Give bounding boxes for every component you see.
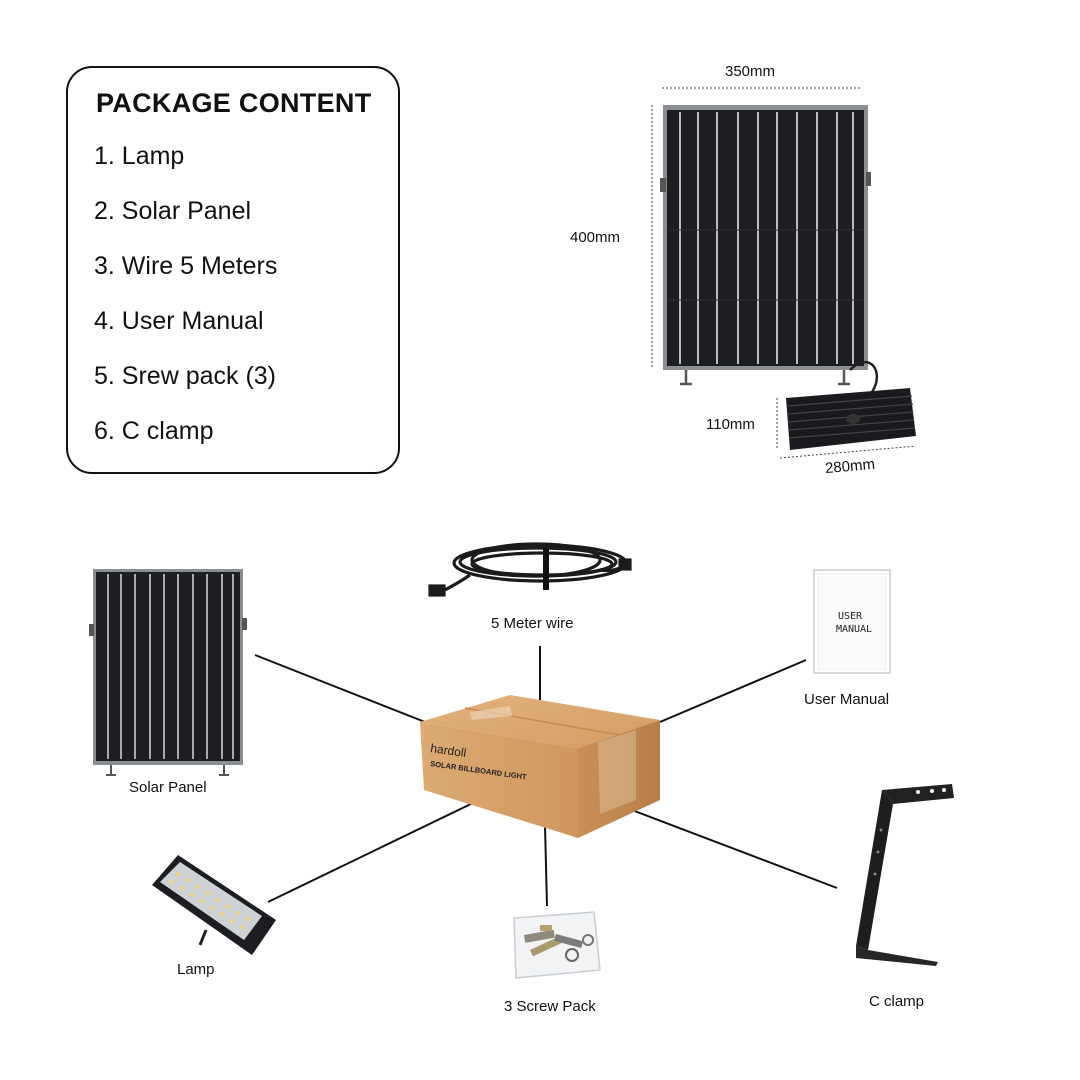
list-item: 5. Srew pack (3) [94,362,277,390]
lamp-label: Lamp [177,961,215,978]
list-item: 1. Lamp [94,142,185,170]
list-item: 2. Solar Panel [94,197,252,225]
user-manual-label: User Manual [804,691,890,708]
manual-cover-line1: USER [838,611,863,622]
solar-panel-image [89,569,247,776]
c-clamp-image [856,784,954,966]
screw-pack-label: 3 Screw Pack [504,998,596,1015]
c-clamp-label: C clamp [869,993,925,1010]
list-item: 3. Wire 5 Meters [94,252,278,280]
cardboard-box: hardoll SOLAR BILLBOARD LIGHT [420,695,660,838]
wire-coil-image [428,542,632,597]
solar-panel-large [660,105,879,429]
lamp-height-label: 110mm [706,416,755,433]
connector-lines [254,646,838,907]
package-content-box: PACKAGE CONTENT 1. Lamp 2. Solar Panel 3… [66,66,400,474]
manual-cover-line2: MANUAL [836,624,872,635]
package-content-title: PACKAGE CONTENT [96,88,372,118]
lamp-width-dimension-line [779,445,917,459]
solar-panel-label: Solar Panel [129,779,207,796]
user-manual-image: USER MANUAL [813,569,891,674]
box-brand-text: hardoll [430,741,468,760]
dimension-diagram [651,87,917,459]
lamp-side-view [786,388,916,450]
list-item: 6. C clamp [94,417,214,445]
lamp-image [152,855,276,955]
wire-label: 5 Meter wire [491,615,574,632]
screw-pack-image [513,911,601,979]
panel-height-label: 400mm [570,229,621,246]
list-item: 4. User Manual [94,307,264,335]
panel-width-label: 350mm [725,63,776,80]
